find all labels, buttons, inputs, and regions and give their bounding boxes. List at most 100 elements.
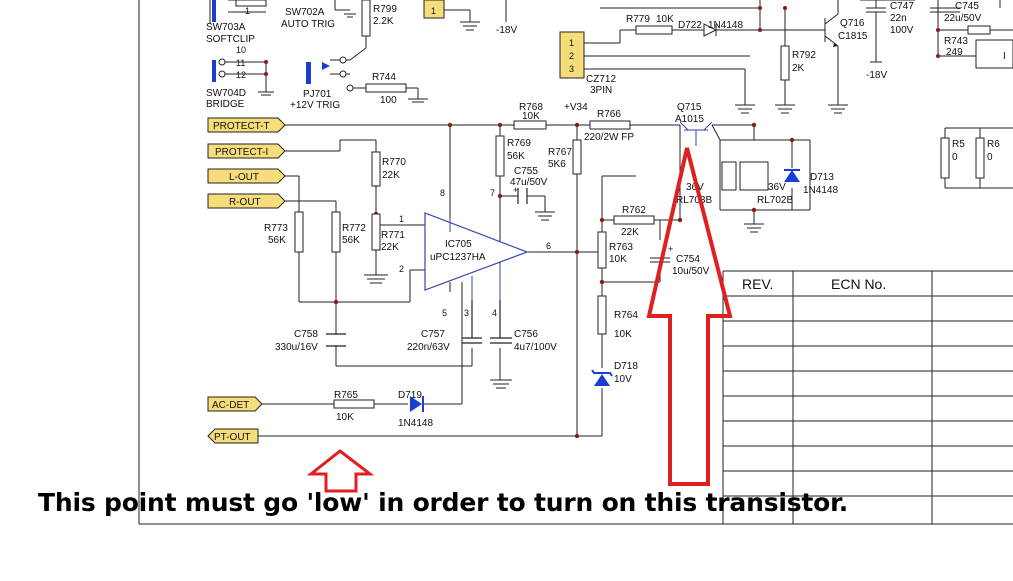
ecn-header: ECN No. (831, 276, 886, 292)
diode-icon (410, 396, 422, 412)
r767-value: 5K6 (548, 159, 566, 170)
c745-value: 22u/50V (944, 13, 982, 24)
connector-label: L-OUT (229, 172, 259, 183)
d713-label: D713 (810, 172, 834, 183)
connector-protect-i: PROTECT-I (207, 143, 286, 159)
junction-dots (333, 122, 795, 439)
pin-label: 1 (399, 214, 404, 224)
sw704-label: SW704D (206, 88, 246, 99)
connector-label: PROTECT-I (215, 147, 268, 158)
pin-label: 1 (431, 6, 436, 16)
title-block (722, 270, 1013, 524)
box-label: I (1003, 51, 1006, 62)
rl702-voltage: 36V (768, 182, 786, 193)
r771-label: R771 (381, 230, 405, 241)
connector-protect-t: PROTECT-T (207, 117, 286, 133)
pin-label: 3 (569, 64, 574, 74)
svg-text:+: + (668, 244, 673, 254)
capacitors (326, 188, 528, 347)
connector-l-out: L-OUT (207, 168, 286, 184)
c758-label: C758 (294, 329, 318, 340)
d722-value: 1N4148 (708, 20, 743, 31)
pin-label: 4 (492, 308, 497, 318)
r6-label: R6 (987, 139, 1000, 150)
c747-label: C747 (890, 1, 914, 12)
pin-label: 7 (490, 188, 495, 198)
r743-value: 249 (946, 47, 963, 58)
minus18v-label: -18V (866, 70, 887, 81)
c754-value: 10u/50V (672, 266, 710, 277)
r792-value: 2K (792, 63, 805, 74)
pin-label: 1 (245, 6, 250, 16)
r772-value: 56K (342, 235, 360, 246)
r744-value: 100 (380, 95, 397, 106)
ic705-label: IC705 (445, 239, 472, 250)
r771-value: 22K (381, 242, 399, 253)
pin-label: 10 (236, 45, 246, 55)
top-middle-section: -18V 1 2 3 CZ712 3PIN (496, 0, 1013, 189)
r743-label: R743 (944, 36, 968, 47)
pj701-label: PJ701 (303, 89, 332, 100)
svg-text:+: + (513, 185, 518, 195)
connector-label: R-OUT (229, 197, 261, 208)
r773-value: 56K (268, 235, 286, 246)
connector-label: PT-OUT (214, 432, 251, 443)
r6-value: 0 (987, 152, 993, 163)
resistors (294, 120, 769, 409)
c757-label: C757 (421, 329, 445, 340)
minus18v-label: -18V (496, 25, 517, 36)
ic705-opamp (424, 212, 529, 300)
r5-value: 0 (952, 152, 958, 163)
pin-label: 5 (442, 308, 447, 318)
cz712-label: CZ712 (586, 74, 616, 85)
r769-value: 56K (507, 151, 525, 162)
q715-transistor (679, 121, 713, 146)
connector-pt-out: PT-OUT (207, 428, 259, 444)
switch-icon (212, 0, 216, 82)
connector-label: AC-DET (212, 400, 249, 411)
r766-label: R766 (597, 109, 621, 120)
r766-value: 220/2W FP (584, 132, 634, 143)
q716-label: Q716 (840, 18, 865, 29)
diodes (410, 169, 800, 412)
annotation-arrow-up-small (306, 449, 375, 493)
d713-value: 1N4148 (803, 185, 838, 196)
rl702-label: RL702B (757, 195, 793, 206)
r762-value: 22K (621, 227, 639, 238)
annotation-arrow-up-large (646, 147, 733, 486)
ic705-value: uPC1237HA (430, 252, 486, 263)
trig12-label: +12V TRIG (290, 100, 340, 111)
pin-label: 6 (546, 241, 551, 251)
r769-label: R769 (507, 138, 531, 149)
net-connectors: PROTECT-T PROTECT-I L-OUT R-OUT AC-DET P… (207, 117, 286, 444)
r779-value: 10K (656, 14, 674, 25)
bridge-label: BRIDGE (206, 99, 245, 110)
r765-value: 10K (336, 412, 354, 423)
v34-label: +V34 (564, 102, 588, 113)
r764-label: R764 (614, 310, 638, 321)
r762-label: R762 (622, 205, 646, 216)
r799-label: R799 (373, 4, 397, 15)
c747-voltage: 100V (890, 25, 914, 36)
jack-tip-icon (322, 62, 330, 70)
c755-value: 47u/50V (510, 177, 548, 188)
pin-label: 3 (464, 308, 469, 318)
c758-value: 330u/16V (275, 342, 318, 353)
sheet-border (138, 0, 1013, 525)
rl703-label: RL703B (676, 195, 712, 206)
sw702-label: SW702A (285, 7, 325, 18)
auto-trig-label: AUTO TRIG (281, 19, 335, 30)
d718-label: D718 (614, 361, 638, 372)
r5-label: R5 (952, 139, 965, 150)
r779-label: R779 (626, 14, 650, 25)
zener-icon (594, 374, 610, 386)
pin-label: 2 (569, 51, 574, 61)
pin-label: 2 (399, 264, 404, 274)
r763-label: R763 (609, 242, 633, 253)
cz712-pins: 3PIN (590, 85, 612, 96)
diode-icon (784, 170, 800, 182)
c745-label: C745 (955, 1, 979, 12)
r799-value: 2.2K (373, 16, 394, 27)
annotation-caption: This point must go 'low' in order to tur… (38, 488, 849, 517)
